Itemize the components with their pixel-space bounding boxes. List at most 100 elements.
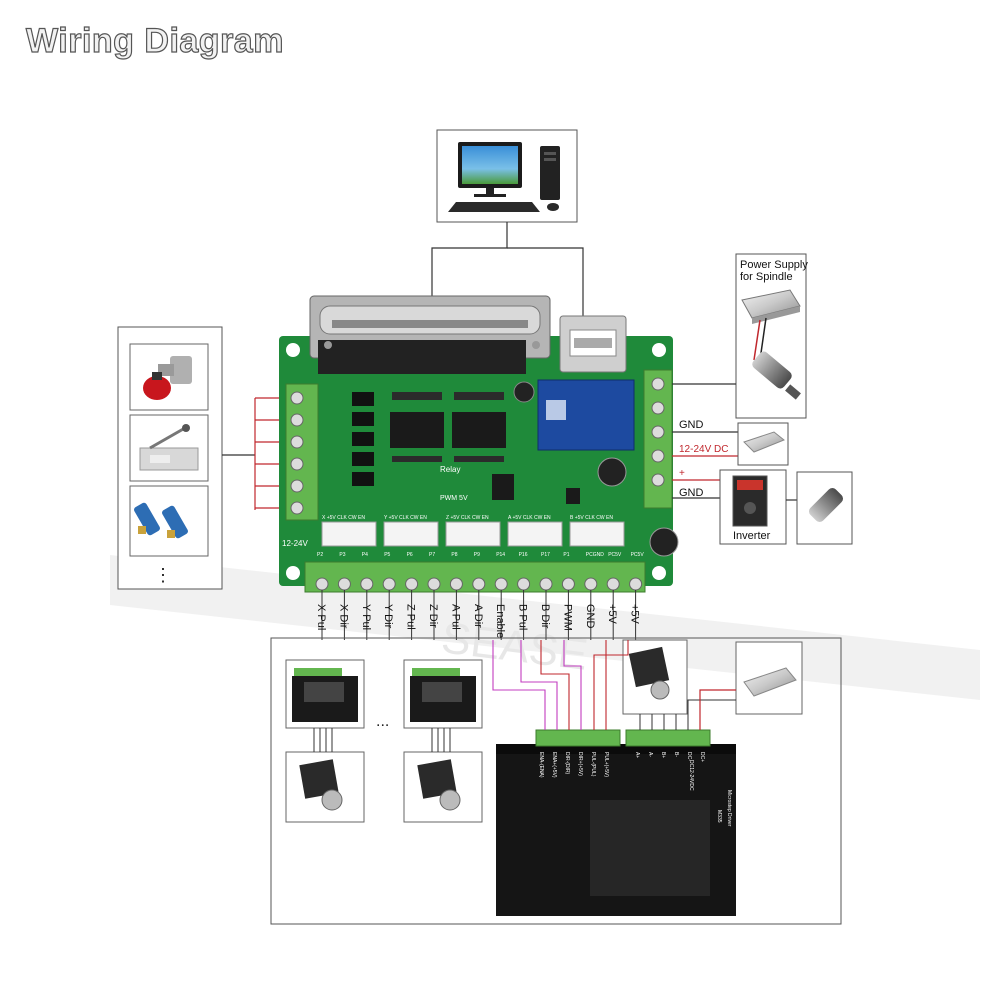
input-devices-group: ⋮ — [117, 326, 223, 590]
terminal-screw — [517, 577, 531, 591]
output-pin-label: X Pul — [315, 604, 327, 630]
driver-name: Microstep Driver — [726, 790, 732, 827]
board-pin-label: P9 — [474, 552, 480, 558]
board-power-label: 12-24V — [282, 539, 308, 548]
driver-signal-pin: ENA+(+5V) — [551, 752, 557, 778]
output-pin-label: X Dir — [337, 604, 349, 629]
driver-voltage: DC12-24VDC — [688, 760, 694, 791]
power-supply-label-line1: Power Supply — [740, 259, 808, 271]
output-pin-label: Z Dir — [427, 604, 439, 628]
output-pin-label: Enable — [494, 604, 506, 638]
relay-icon — [537, 379, 635, 451]
header-group-label: Z +5V CLK CW EN — [446, 515, 489, 521]
inverter-label: Inverter — [733, 530, 771, 542]
relay-text: Relay — [440, 465, 460, 474]
board-pin-label: P14 — [496, 552, 505, 558]
power-supply-label-line2: for Spindle — [740, 271, 793, 283]
driver-motor-pin: A+ — [634, 752, 640, 758]
page-title: Wiring Diagram — [25, 21, 284, 60]
terminal-screw — [629, 577, 643, 591]
more-devices-ellipsis: ⋮ — [154, 565, 172, 585]
driver-signal-pin: PUL+(+5V) — [603, 752, 609, 777]
computer-box — [436, 129, 578, 223]
header-group-label: B +5V CLK CW EN — [570, 515, 613, 521]
small-driver-2 — [403, 659, 483, 729]
board-pin-label: P4 — [362, 552, 368, 558]
driver-signal-pin: PUL-(PUL) — [590, 752, 596, 777]
microstep-driver: ENA-(ENA) ENA+(+5V) DIR-(DIR) DIR+(+5V) PUL-… — [496, 729, 736, 916]
output-pin-label: Y Pul — [360, 604, 372, 630]
gnd-top-label: GND — [679, 419, 704, 431]
terminal-screw — [494, 577, 508, 591]
output-pin-label: A Pul — [449, 604, 461, 630]
output-pin-label: +5V — [629, 604, 641, 625]
breakout-board: 12-24V Relay PWM 5V — [279, 295, 679, 593]
output-pin-label: GND — [584, 604, 596, 629]
vdc-label: 12-24V DC — [679, 444, 728, 455]
output-pin-label: Z Pul — [405, 604, 417, 630]
driver-motor-pin: DC- — [686, 752, 692, 761]
pwm-text: PWM 5V — [440, 495, 468, 502]
db25-connector — [309, 295, 551, 374]
small-motor-2 — [403, 751, 483, 823]
terminal-screw — [539, 577, 553, 591]
limit-switch-icon — [139, 424, 199, 471]
driver-signal-pin: DIR-(DIR) — [564, 752, 570, 775]
terminal-screw — [606, 577, 620, 591]
board-pin-label: P8 — [451, 552, 457, 558]
resistors — [392, 392, 504, 462]
output-pin-label: B Pul — [517, 604, 529, 630]
capacitors — [513, 381, 679, 557]
board-pin-label: PCGND — [586, 552, 604, 558]
driver-motor-box — [622, 639, 688, 715]
left-terminal-block — [285, 383, 319, 521]
dc-power-supply-box — [737, 422, 789, 466]
board-pin-label: P2 — [317, 552, 323, 558]
terminal-screw — [427, 577, 441, 591]
board-pin-label: P17 — [541, 552, 550, 558]
terminal-screw — [472, 577, 486, 591]
terminal-screw — [405, 577, 419, 591]
optocouplers — [352, 392, 374, 486]
board-pin-label: P6 — [407, 552, 413, 558]
output-pin-label: Y Dir — [382, 604, 394, 629]
output-pin-label: B Dir — [539, 604, 551, 629]
gnd-bottom-label: GND — [679, 487, 704, 499]
driver-signal-pin: ENA-(ENA) — [538, 752, 544, 778]
board-pin-label: PC5V — [631, 552, 645, 558]
terminal-screw — [449, 577, 463, 591]
header-group-label: A +5V CLK CW EN — [508, 515, 551, 521]
board-pin-label: P7 — [429, 552, 435, 558]
terminal-screw — [360, 577, 374, 591]
usb-connector — [559, 315, 627, 373]
spindle-power-box: Power Supply for Spindle — [735, 253, 808, 419]
terminal-screw — [337, 577, 351, 591]
board-pin-label: PC5V — [608, 552, 622, 558]
driver-wires — [492, 640, 629, 730]
board-pin-label: P1 — [563, 552, 569, 558]
inverter-spindle-box — [796, 471, 853, 545]
small-driver-1 — [285, 659, 365, 729]
terminal-screw — [315, 577, 329, 591]
board-pin-label: P16 — [519, 552, 528, 558]
drivers-ellipsis: ... — [376, 713, 389, 730]
stepper-headers — [321, 521, 625, 547]
small-motor-1 — [285, 751, 365, 823]
inverter-box: Inverter — [719, 469, 787, 545]
output-pin-label: +5V — [606, 604, 618, 625]
driver-motor-pin: B- — [673, 752, 679, 757]
driver-model: M335 — [716, 810, 722, 823]
proximity-sensor-icon — [134, 502, 188, 539]
terminal-screw — [561, 577, 575, 591]
spindle-motor-icon — [752, 351, 801, 400]
board-pin-label: P5 — [384, 552, 390, 558]
terminal-screw — [584, 577, 598, 591]
header-group-label: X +5V CLK CW EN — [322, 515, 365, 521]
output-pin-label: PWM — [561, 604, 573, 631]
driver-signal-pin: DIR+(+5V) — [577, 752, 583, 776]
output-pin-label: A Dir — [472, 604, 484, 628]
power-supply-icon — [741, 289, 801, 324]
driver-motor-pin: A- — [647, 752, 653, 757]
ic-chips — [390, 412, 580, 504]
